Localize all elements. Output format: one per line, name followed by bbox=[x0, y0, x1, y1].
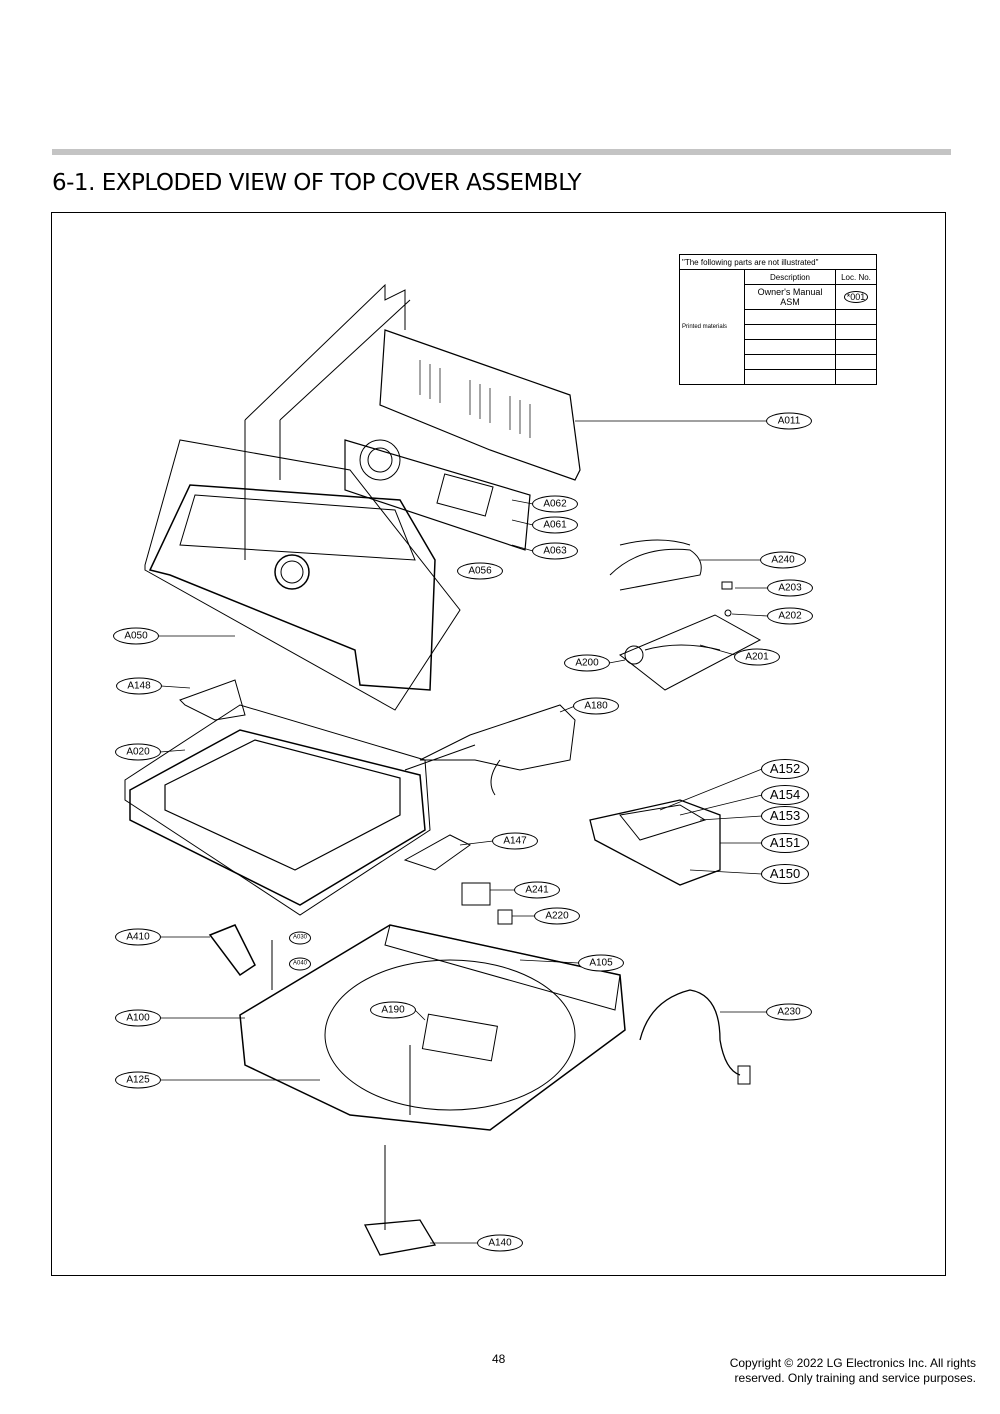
leader-lines bbox=[158, 420, 769, 1244]
not-illustrated-parts-table: "The following parts are not illustrated… bbox=[679, 253, 877, 386]
part-label-a153: A153 bbox=[761, 806, 809, 826]
door-lock bbox=[461, 882, 491, 906]
group-outline-panel bbox=[144, 439, 461, 711]
top-cover bbox=[239, 924, 626, 1131]
table-row-description: Owner's Manual ASM bbox=[744, 284, 836, 310]
bracket bbox=[179, 679, 246, 721]
group-outline-lid bbox=[124, 704, 431, 916]
copyright: Copyright © 2022 LG Electronics Inc. All… bbox=[730, 1356, 976, 1386]
group-outline-control bbox=[244, 283, 406, 421]
part-label-a105: A105 bbox=[578, 954, 624, 972]
part-label-a020: A020 bbox=[115, 743, 161, 761]
part-label-a230: A230 bbox=[766, 1003, 812, 1021]
control-panel bbox=[148, 484, 436, 691]
control-pcb bbox=[344, 439, 531, 551]
part-label-a062: A062 bbox=[532, 495, 578, 513]
header-description: Description bbox=[744, 269, 836, 286]
part-label-a190: A190 bbox=[370, 1001, 416, 1019]
lid-switch bbox=[363, 1219, 437, 1256]
part-label-a061: A061 bbox=[532, 516, 578, 534]
part-label-a140: A140 bbox=[477, 1234, 523, 1252]
lid bbox=[129, 729, 426, 906]
pressure-sensor-plate bbox=[619, 614, 762, 691]
category-cell: Printed materials bbox=[679, 269, 745, 385]
part-label-a240: A240 bbox=[760, 551, 806, 569]
diagram-frame bbox=[51, 212, 946, 1276]
wire-harness bbox=[609, 548, 702, 591]
part-label-a148: A148 bbox=[116, 677, 162, 695]
part-label-a202: A202 bbox=[767, 607, 813, 625]
table-row-loc: *001 bbox=[843, 290, 869, 303]
part-label-a100: A100 bbox=[115, 1009, 161, 1027]
part-label-a203: A203 bbox=[767, 579, 813, 597]
part-label-a011: A011 bbox=[766, 412, 812, 430]
water-valve bbox=[419, 704, 576, 771]
header-loc: Loc. No. bbox=[835, 269, 877, 286]
part-label-a200: A200 bbox=[564, 654, 610, 672]
part-label-a154: A154 bbox=[761, 785, 809, 805]
handle bbox=[208, 924, 256, 977]
part-label-a220: A220 bbox=[534, 907, 580, 925]
copyright-line-1: Copyright © 2022 LG Electronics Inc. All… bbox=[729, 1356, 976, 1370]
part-label-a151: A151 bbox=[761, 833, 809, 853]
rear-cover bbox=[379, 329, 581, 481]
rear-cover-vents bbox=[419, 360, 531, 438]
header-rule bbox=[52, 149, 951, 155]
page-title: 6-1. EXPLODED VIEW OF TOP COVER ASSEMBLY bbox=[52, 170, 582, 196]
hinge-bracket bbox=[403, 834, 471, 871]
part-label-a152: A152 bbox=[761, 759, 809, 779]
part-label-a056: A056 bbox=[457, 562, 503, 580]
part-label-a410: A410 bbox=[115, 928, 161, 946]
part-label-a030: A030 bbox=[289, 931, 311, 945]
page-number: 48 bbox=[492, 1352, 506, 1366]
part-label-a063: A063 bbox=[532, 542, 578, 560]
part-label-a201: A201 bbox=[734, 648, 780, 666]
part-label-a125: A125 bbox=[115, 1071, 161, 1089]
copyright-line-2: reserved. Only training and service purp… bbox=[734, 1371, 976, 1385]
power-cord bbox=[639, 989, 741, 1076]
part-label-a050: A050 bbox=[113, 627, 159, 645]
part-label-a150: A150 bbox=[761, 864, 809, 884]
part-label-a241: A241 bbox=[514, 881, 560, 899]
part-label-a147: A147 bbox=[492, 832, 538, 850]
table-caption: "The following parts are not illustrated… bbox=[679, 253, 877, 271]
detergent-dispenser bbox=[589, 799, 721, 886]
part-label-a040: A040 bbox=[289, 957, 311, 971]
part-label-a180: A180 bbox=[573, 697, 619, 715]
